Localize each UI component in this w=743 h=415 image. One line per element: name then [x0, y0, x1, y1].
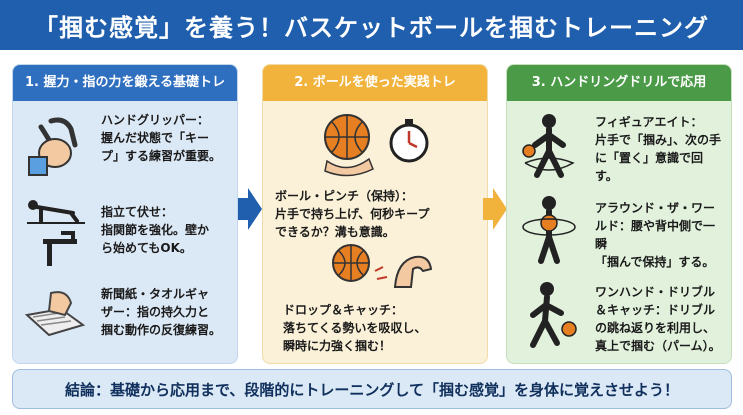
- arrow-right-icon: [483, 188, 507, 230]
- item-around-the-world: アラウンド・ザ・ワー ルド：腰や背中側で一瞬 「掴んで保持」する。: [515, 193, 725, 275]
- item-text: 指立て伏せ： 指関節を強化。壁か ら始めてもOK。: [101, 205, 210, 255]
- ball-pinch-stopwatch-icon: [324, 114, 429, 177]
- figure-eight-icon: [522, 114, 575, 178]
- one-hand-dribble-icon: [530, 282, 577, 348]
- panel-header: 1. 握力・指の力を鍛える基礎トレ: [13, 65, 237, 101]
- item-figure-eight: フィギュアエイト： 片手で「掴み」、次の手 に「置く」意識で回す。: [515, 109, 725, 189]
- item-text: ハンドグリッパー： 握んだ状態で「キー プ」する練習が重要。: [101, 113, 222, 163]
- item-one-hand-dribble: ワンハンド・ドリブル ＆キャッチ：ドリブル の跳ね返りを利用し、 真上で掴む（パ…: [515, 279, 725, 361]
- item-text: アラウンド・ザ・ワー ルド：腰や背中側で一瞬 「掴んで保持」する。: [595, 201, 716, 269]
- item-newspaper-gather: 新聞紙・タオルギャ ザー：指の持久力と 掴む動作の反復練習。: [21, 281, 231, 359]
- conclusion-box: 結論：基礎から応用まで、段階的にトレーニングして「掴む感覚」を身体に覚えさせよう…: [12, 369, 732, 409]
- panel-header: 2. ボールを使った実践トレ: [263, 65, 487, 101]
- title-banner: 「掴む感覚」を養う！バスケットボールを掴むトレーニング: [0, 0, 743, 50]
- newspaper-squeeze-icon: [24, 291, 86, 337]
- page-title: 「掴む感覚」を養う！バスケットボールを掴むトレーニング: [34, 14, 709, 42]
- item-text: 新聞紙・タオルギャ ザー：指の持久力と 掴む動作の反復練習。: [101, 287, 222, 337]
- conclusion-text: 結論：基礎から応用まで、段階的にトレーニングして「掴む感覚」を身体に覚えさせよう…: [65, 381, 679, 399]
- hand-gripper-icon: [28, 117, 78, 176]
- panel-basic-training: 1. 握力・指の力を鍛える基礎トレ ハンドグリッパー： 握んだ状態で「キー プ」…: [12, 64, 238, 364]
- item-hand-gripper: ハンドグリッパー： 握んだ状態で「キー プ」する練習が重要。: [21, 109, 231, 189]
- item-drop-catch: ドロップ＆キャッチ： 落ちてくる勢いを吸収し、 瞬時に力強く掴む！: [269, 241, 483, 359]
- panel-ball-training: 2. ボールを使った実践トレ ボール・ピンチ（保持）： 片手で持ち上げ、何秒キー…: [262, 64, 488, 364]
- item-fingertip-pushup: 指立て伏せ： 指関節を強化。壁か ら始めてもOK。: [21, 193, 231, 273]
- item-text: ワンハンド・ドリブル ＆キャッチ：ドリブル の跳ね返りを利用し、 真上で掴む（パ…: [595, 285, 721, 353]
- item-text: フィギュアエイト： 片手で「掴み」、次の手 に「置く」意識で回す。: [595, 115, 722, 183]
- item-text: ボール・ピンチ（保持）： 片手で持ち上げ、何秒キープ できるか？溝も意識。: [275, 189, 430, 239]
- item-ball-pinch: ボール・ピンチ（保持）： 片手で持ち上げ、何秒キープ できるか？溝も意識。: [269, 109, 483, 239]
- around-the-world-icon: [522, 196, 576, 264]
- panel-handling-drills: 3. ハンドリングドリルで応用 フィギュアエイト： 片手で「掴み」、次の手 に「…: [506, 64, 732, 364]
- arrow-right-icon: [238, 188, 262, 230]
- fingertip-pushup-icon: [27, 200, 85, 266]
- panel-header: 3. ハンドリングドリルで応用: [507, 65, 731, 101]
- item-text: ドロップ＆キャッチ： 落ちてくる勢いを吸収し、 瞬時に力強く掴む！: [283, 303, 427, 353]
- drop-catch-icon: [332, 244, 433, 288]
